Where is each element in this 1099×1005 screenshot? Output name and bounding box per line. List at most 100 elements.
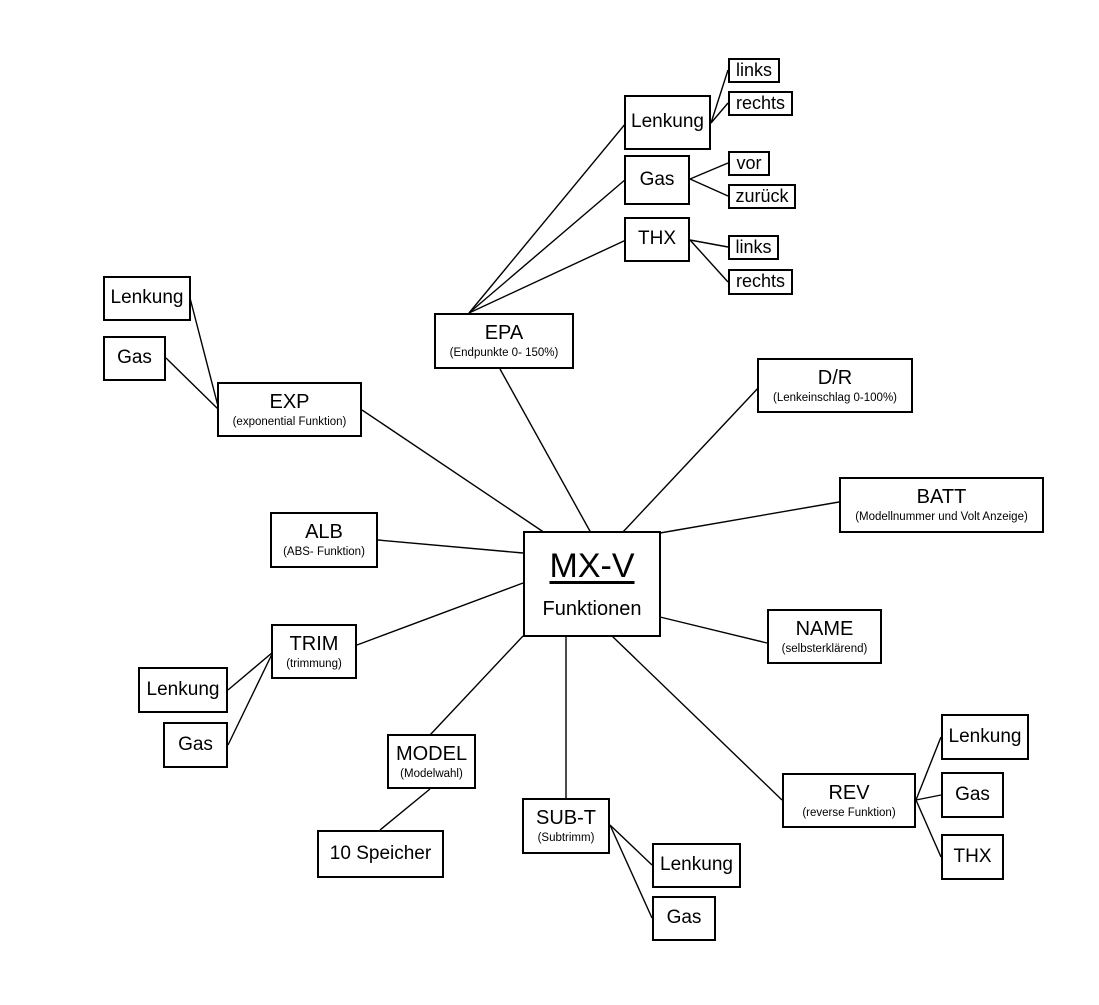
node-alb-label: ALB <box>305 521 343 544</box>
node-rev-sub: (reverse Funktion) <box>802 806 896 819</box>
leaf-trim-gas: Gas <box>163 722 228 768</box>
leaf-exp-lenkung: Lenkung <box>103 276 191 321</box>
edge-rev-lenkung <box>915 736 942 801</box>
edge-center-name <box>659 616 768 644</box>
leaf-subt-gas: Gas <box>652 896 716 941</box>
node-exp: EXP (exponential Funktion) <box>217 382 362 437</box>
leaf-exp-gas: Gas <box>103 336 166 381</box>
node-dr-label: D/R <box>817 366 853 389</box>
edge-lenkung-rechts <box>710 102 729 124</box>
leaf-model-speicher: 10 Speicher <box>317 830 444 878</box>
leaf-rev-lenkung-label: Lenkung <box>948 725 1022 747</box>
edge-center-batt <box>659 501 840 534</box>
node-batt-sub: (Modellnummer und Volt Anzeige) <box>855 511 1028 524</box>
node-name-label: NAME <box>795 617 854 640</box>
edge-subt-gas <box>609 824 653 919</box>
edge-subt-lenkung <box>609 824 653 866</box>
edge-rev-thx <box>915 799 942 858</box>
node-batt-label: BATT <box>916 486 967 509</box>
leaf-epa-gas: Gas <box>624 155 690 205</box>
node-rev-label: REV <box>828 781 870 804</box>
node-model-sub: (Modelwahl) <box>400 767 463 780</box>
edge-epa-thx <box>468 239 627 314</box>
node-model-label: MODEL <box>395 742 468 765</box>
leaf-trim-lenkung-label: Lenkung <box>146 678 220 700</box>
leaf-epa-gas-zurueck: zurück <box>728 184 796 209</box>
node-name-sub: (selbsterklärend) <box>781 642 868 655</box>
center-title: MX-V <box>549 547 635 586</box>
edge-lenkung-links <box>710 69 729 124</box>
leaf-subt-gas-label: Gas <box>666 907 702 929</box>
edge-center-dr <box>621 385 761 534</box>
edge-gas-zurueck <box>689 178 729 197</box>
leaf-epa-thx: THX <box>624 217 690 262</box>
node-exp-label: EXP <box>269 390 310 413</box>
leaf-rev-lenkung: Lenkung <box>941 714 1029 760</box>
edge-center-rev <box>611 635 783 801</box>
center-node: MX-V Funktionen <box>523 531 661 637</box>
leaf-epa-thx-links: links <box>728 235 779 260</box>
edge-trim-gas <box>227 651 274 746</box>
edge-center-exp <box>361 409 546 534</box>
edge-thx-links <box>689 239 729 248</box>
node-name: NAME (selbsterklärend) <box>767 609 882 664</box>
edge-trim-lenkung <box>227 651 274 691</box>
leaf-rev-thx-label: THX <box>953 845 992 867</box>
edge-epa-lenkung <box>468 122 627 314</box>
leaf-epa-thx-links-label: links <box>735 236 772 257</box>
leaf-epa-gas-vor-label: vor <box>736 152 762 173</box>
leaf-epa-thx-rechts-label: rechts <box>735 271 786 292</box>
node-trim: TRIM (trimmung) <box>271 624 357 679</box>
leaf-epa-lenkung-links: links <box>728 58 780 83</box>
leaf-exp-lenkung-label: Lenkung <box>110 287 184 309</box>
leaf-epa-lenkung-rechts: rechts <box>728 91 793 116</box>
leaf-trim-lenkung: Lenkung <box>138 667 228 713</box>
leaf-rev-gas-label: Gas <box>955 783 990 805</box>
edge-center-alb <box>377 539 524 554</box>
leaf-epa-thx-label: THX <box>638 228 676 250</box>
leaf-rev-gas: Gas <box>941 772 1004 818</box>
edge-rev-gas <box>915 794 942 801</box>
leaf-epa-gas-zurueck-label: zurück <box>735 185 789 206</box>
node-alb-sub: (ABS- Funktion) <box>283 546 365 559</box>
leaf-epa-lenkung-label: Lenkung <box>631 111 704 133</box>
node-trim-sub: (trimmung) <box>286 657 342 670</box>
center-subtitle: Funktionen <box>542 597 642 620</box>
leaf-epa-gas-label: Gas <box>639 168 675 190</box>
edge-gas-vor <box>689 162 729 180</box>
leaf-epa-thx-rechts: rechts <box>728 269 793 295</box>
node-exp-sub: (exponential Funktion) <box>232 415 347 428</box>
node-rev: REV (reverse Funktion) <box>782 773 916 828</box>
leaf-epa-lenkung-rechts-label: rechts <box>735 92 786 113</box>
leaf-subt-lenkung: Lenkung <box>652 843 741 888</box>
node-subt-label: SUB-T <box>536 807 596 830</box>
node-alb: ALB (ABS- Funktion) <box>270 512 378 568</box>
edge-center-trim <box>356 582 524 646</box>
edge-center-epa <box>499 368 592 534</box>
edge-center-model <box>429 635 524 736</box>
leaf-subt-lenkung-label: Lenkung <box>660 854 733 876</box>
node-batt: BATT (Modellnummer und Volt Anzeige) <box>839 477 1044 533</box>
node-epa-label: EPA <box>484 322 524 345</box>
leaf-epa-gas-vor: vor <box>728 151 770 176</box>
node-epa-sub: (Endpunkte 0- 150%) <box>449 347 559 360</box>
edge-epa-gas <box>468 178 627 314</box>
node-epa: EPA (Endpunkte 0- 150%) <box>434 313 574 369</box>
node-model: MODEL (Modelwahl) <box>387 734 476 789</box>
edge-exp-gas <box>165 357 220 411</box>
node-subt-sub: (Subtrimm) <box>537 832 595 845</box>
node-dr: D/R (Lenkeinschlag 0-100%) <box>757 358 913 413</box>
edge-exp-lenkung <box>189 297 220 411</box>
edge-thx-rechts <box>689 239 729 283</box>
edge-model-speicher <box>379 788 431 831</box>
node-subt: SUB-T (Subtrimm) <box>522 798 610 854</box>
leaf-rev-thx: THX <box>941 834 1004 880</box>
leaf-trim-gas-label: Gas <box>178 733 213 755</box>
leaf-exp-gas-label: Gas <box>117 347 152 369</box>
leaf-epa-lenkung-links-label: links <box>735 59 772 80</box>
node-trim-label: TRIM <box>289 632 339 655</box>
node-dr-sub: (Lenkeinschlag 0-100%) <box>772 391 898 404</box>
leaf-model-speicher-label: 10 Speicher <box>329 842 432 864</box>
leaf-epa-lenkung: Lenkung <box>624 95 711 150</box>
